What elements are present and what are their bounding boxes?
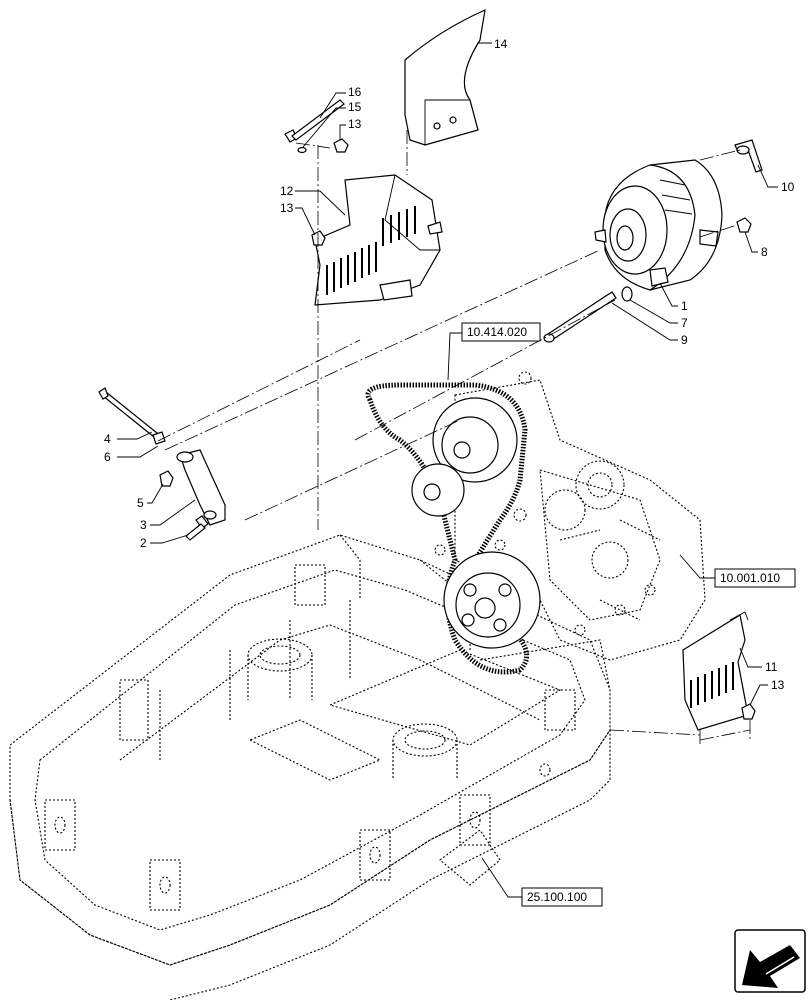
callout-12: 12 <box>280 184 294 198</box>
arrow-icon[interactable] <box>734 929 806 993</box>
assembly-lines <box>157 130 751 745</box>
callout-7: 7 <box>681 316 688 330</box>
callout-4: 4 <box>104 432 111 446</box>
tensioner-assembly <box>98 387 226 541</box>
callout-10: 10 <box>781 180 795 194</box>
belt-guard-slotted <box>314 174 443 306</box>
belt-guard-upper <box>404 8 486 146</box>
alternator-fasteners <box>543 139 763 343</box>
callout-15: 15 <box>348 100 362 114</box>
leader-lines <box>117 42 778 898</box>
callout-8: 8 <box>761 245 768 259</box>
guard-fasteners <box>284 99 349 246</box>
callout-1: 1 <box>681 299 688 313</box>
callout-13-guard: 13 <box>280 201 294 215</box>
reference-boxes[interactable]: 10.414.020 10.001.010 25.100.100 <box>461 322 796 907</box>
reference-10-414-020[interactable]: 10.414.020 <box>467 325 527 339</box>
guard-lower <box>682 611 756 731</box>
engine-front <box>434 371 706 661</box>
callout-labels: 16 15 13 14 12 13 10 8 1 7 9 4 6 5 3 2 1… <box>104 37 795 692</box>
callout-13-lower: 13 <box>771 678 785 692</box>
callout-5: 5 <box>137 496 144 510</box>
callout-9: 9 <box>681 333 688 347</box>
callout-2: 2 <box>140 536 147 550</box>
callout-16: 16 <box>348 85 362 99</box>
callout-11: 11 <box>765 660 778 674</box>
callout-3: 3 <box>140 518 147 532</box>
callout-6: 6 <box>104 450 111 464</box>
callout-14: 14 <box>494 37 508 51</box>
reference-10-001-010[interactable]: 10.001.010 <box>720 571 780 585</box>
callout-13: 13 <box>348 117 362 131</box>
alternator <box>594 159 723 291</box>
pulleys <box>411 397 541 649</box>
reference-25-100-100[interactable]: 25.100.100 <box>527 890 587 904</box>
